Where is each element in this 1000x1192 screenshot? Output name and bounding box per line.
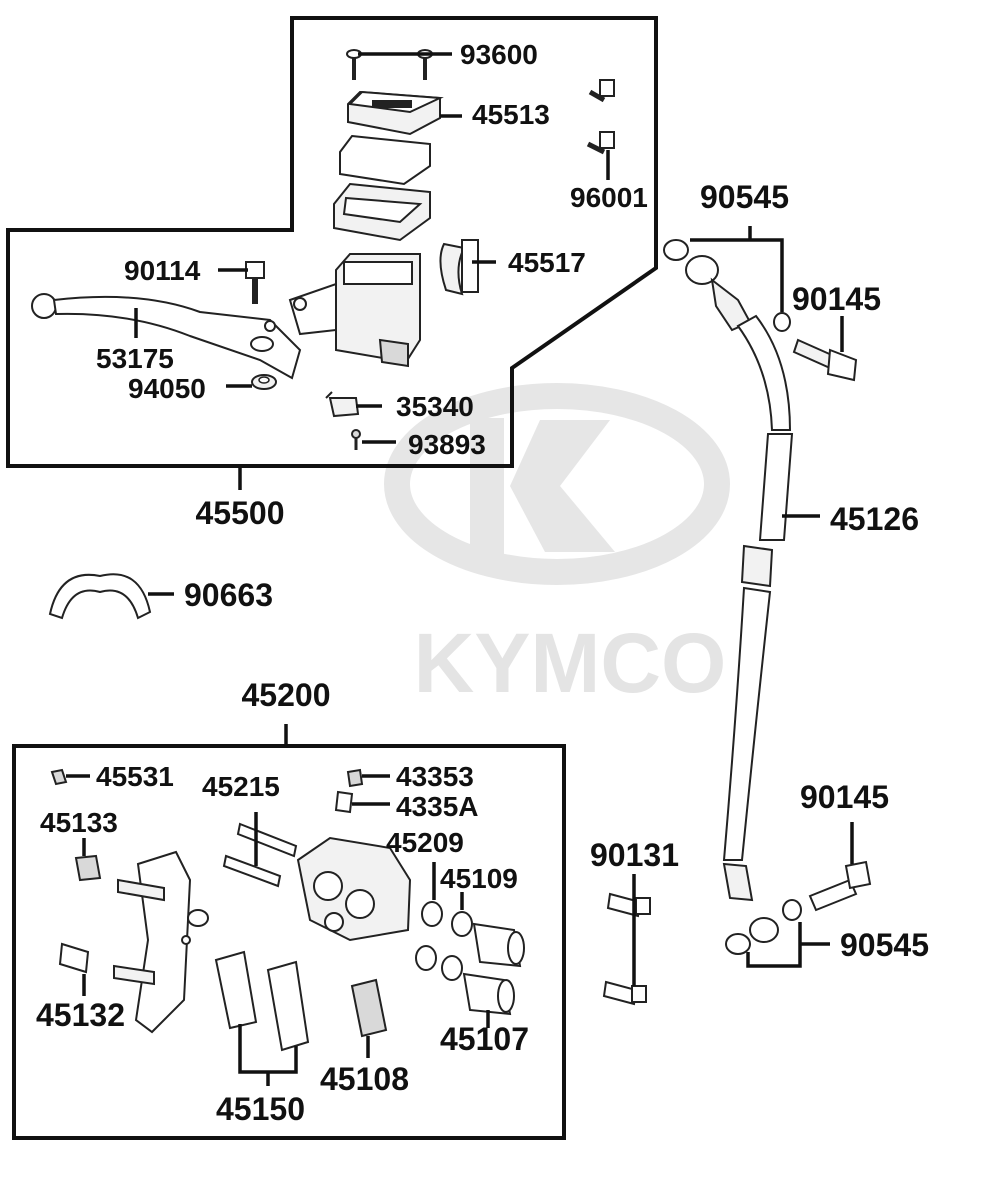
- part-45215-pins: [222, 822, 298, 888]
- master-cylinder-group-frame: [6, 16, 658, 468]
- part-4335A-bleeder-screw: [334, 790, 354, 814]
- watermark-text: KYMCO: [414, 616, 727, 710]
- label-45108: 45108: [320, 1061, 409, 1097]
- label-35340: 35340: [396, 391, 474, 422]
- label-45132: 45132: [36, 997, 125, 1033]
- part-45109-seals: [441, 911, 473, 981]
- label-45200: 45200: [242, 677, 331, 713]
- part-45517-clamp: [439, 239, 479, 296]
- part-45108-pad-spring: [350, 978, 388, 1038]
- label-45513: 45513: [472, 99, 550, 130]
- label-90545-bottom: 90545: [840, 927, 929, 963]
- part-45132-pin: [58, 942, 90, 974]
- leader-90545-bottom: [746, 922, 830, 968]
- part-45126-brake-hose: [663, 239, 794, 943]
- label-96001: 96001: [570, 182, 648, 213]
- part-90663-hose-clip: [48, 573, 152, 620]
- label-90545-top: 90545: [700, 179, 789, 215]
- part-93893-screw: [351, 429, 361, 450]
- part-93600-screws: [346, 49, 433, 80]
- label-53175: 53175: [96, 343, 174, 374]
- part-94050-nut: [251, 374, 277, 390]
- leader-45150: [238, 1024, 298, 1086]
- label-45126: 45126: [830, 501, 919, 537]
- part-45133-boot: [74, 854, 102, 882]
- label-45531: 45531: [96, 761, 174, 792]
- part-96001-bolts: [586, 79, 615, 155]
- kymco-watermark: KYMCO: [384, 383, 730, 710]
- part-90545-top-washers: [773, 312, 791, 332]
- part-master-cylinder-body: [288, 253, 421, 368]
- label-94050: 94050: [128, 373, 206, 404]
- part-45531-cap: [50, 768, 68, 786]
- label-4335A: 4335A: [396, 791, 479, 822]
- label-45517: 45517: [508, 247, 586, 278]
- part-35340-switch: [325, 391, 360, 418]
- label-43353: 43353: [396, 761, 474, 792]
- label-90145-bottom: 90145: [800, 779, 889, 815]
- part-43353-bleeder-cap: [346, 768, 364, 788]
- part-90145-top-bolt: [792, 338, 858, 382]
- part-45150-brake-pads: [214, 950, 310, 1052]
- part-reservoir-diaphragm: [333, 182, 431, 242]
- label-90145-top: 90145: [792, 281, 881, 317]
- label-45133: 45133: [40, 807, 118, 838]
- label-45215: 45215: [202, 771, 280, 802]
- part-caliper-bracket: [113, 850, 209, 1034]
- part-45513-reservoir-cap: [347, 90, 444, 136]
- part-53175-brake-lever: [31, 293, 302, 380]
- part-reservoir-plate: [339, 134, 431, 186]
- part-caliper-body: [296, 836, 412, 942]
- part-45209-seals: [415, 901, 443, 971]
- label-45209: 45209: [386, 827, 464, 858]
- caliper-group-frame: [12, 744, 566, 1140]
- part-90131-bolts: [602, 892, 651, 1006]
- label-90114: 90114: [124, 255, 201, 286]
- part-90145-bottom-bolt: [808, 860, 872, 912]
- label-45109: 45109: [440, 863, 518, 894]
- label-45150: 45150: [216, 1091, 305, 1127]
- label-93893: 93893: [408, 429, 486, 460]
- part-45107-pistons: [462, 922, 525, 1016]
- label-45500: 45500: [196, 495, 285, 531]
- part-90545-bottom-washers: [725, 899, 802, 955]
- label-45107: 45107: [440, 1021, 529, 1057]
- label-93600: 93600: [460, 39, 538, 70]
- leader-90545-top: [690, 226, 784, 312]
- label-90131: 90131: [590, 837, 679, 873]
- label-90663: 90663: [184, 577, 273, 613]
- part-90114-bolt: [245, 261, 265, 304]
